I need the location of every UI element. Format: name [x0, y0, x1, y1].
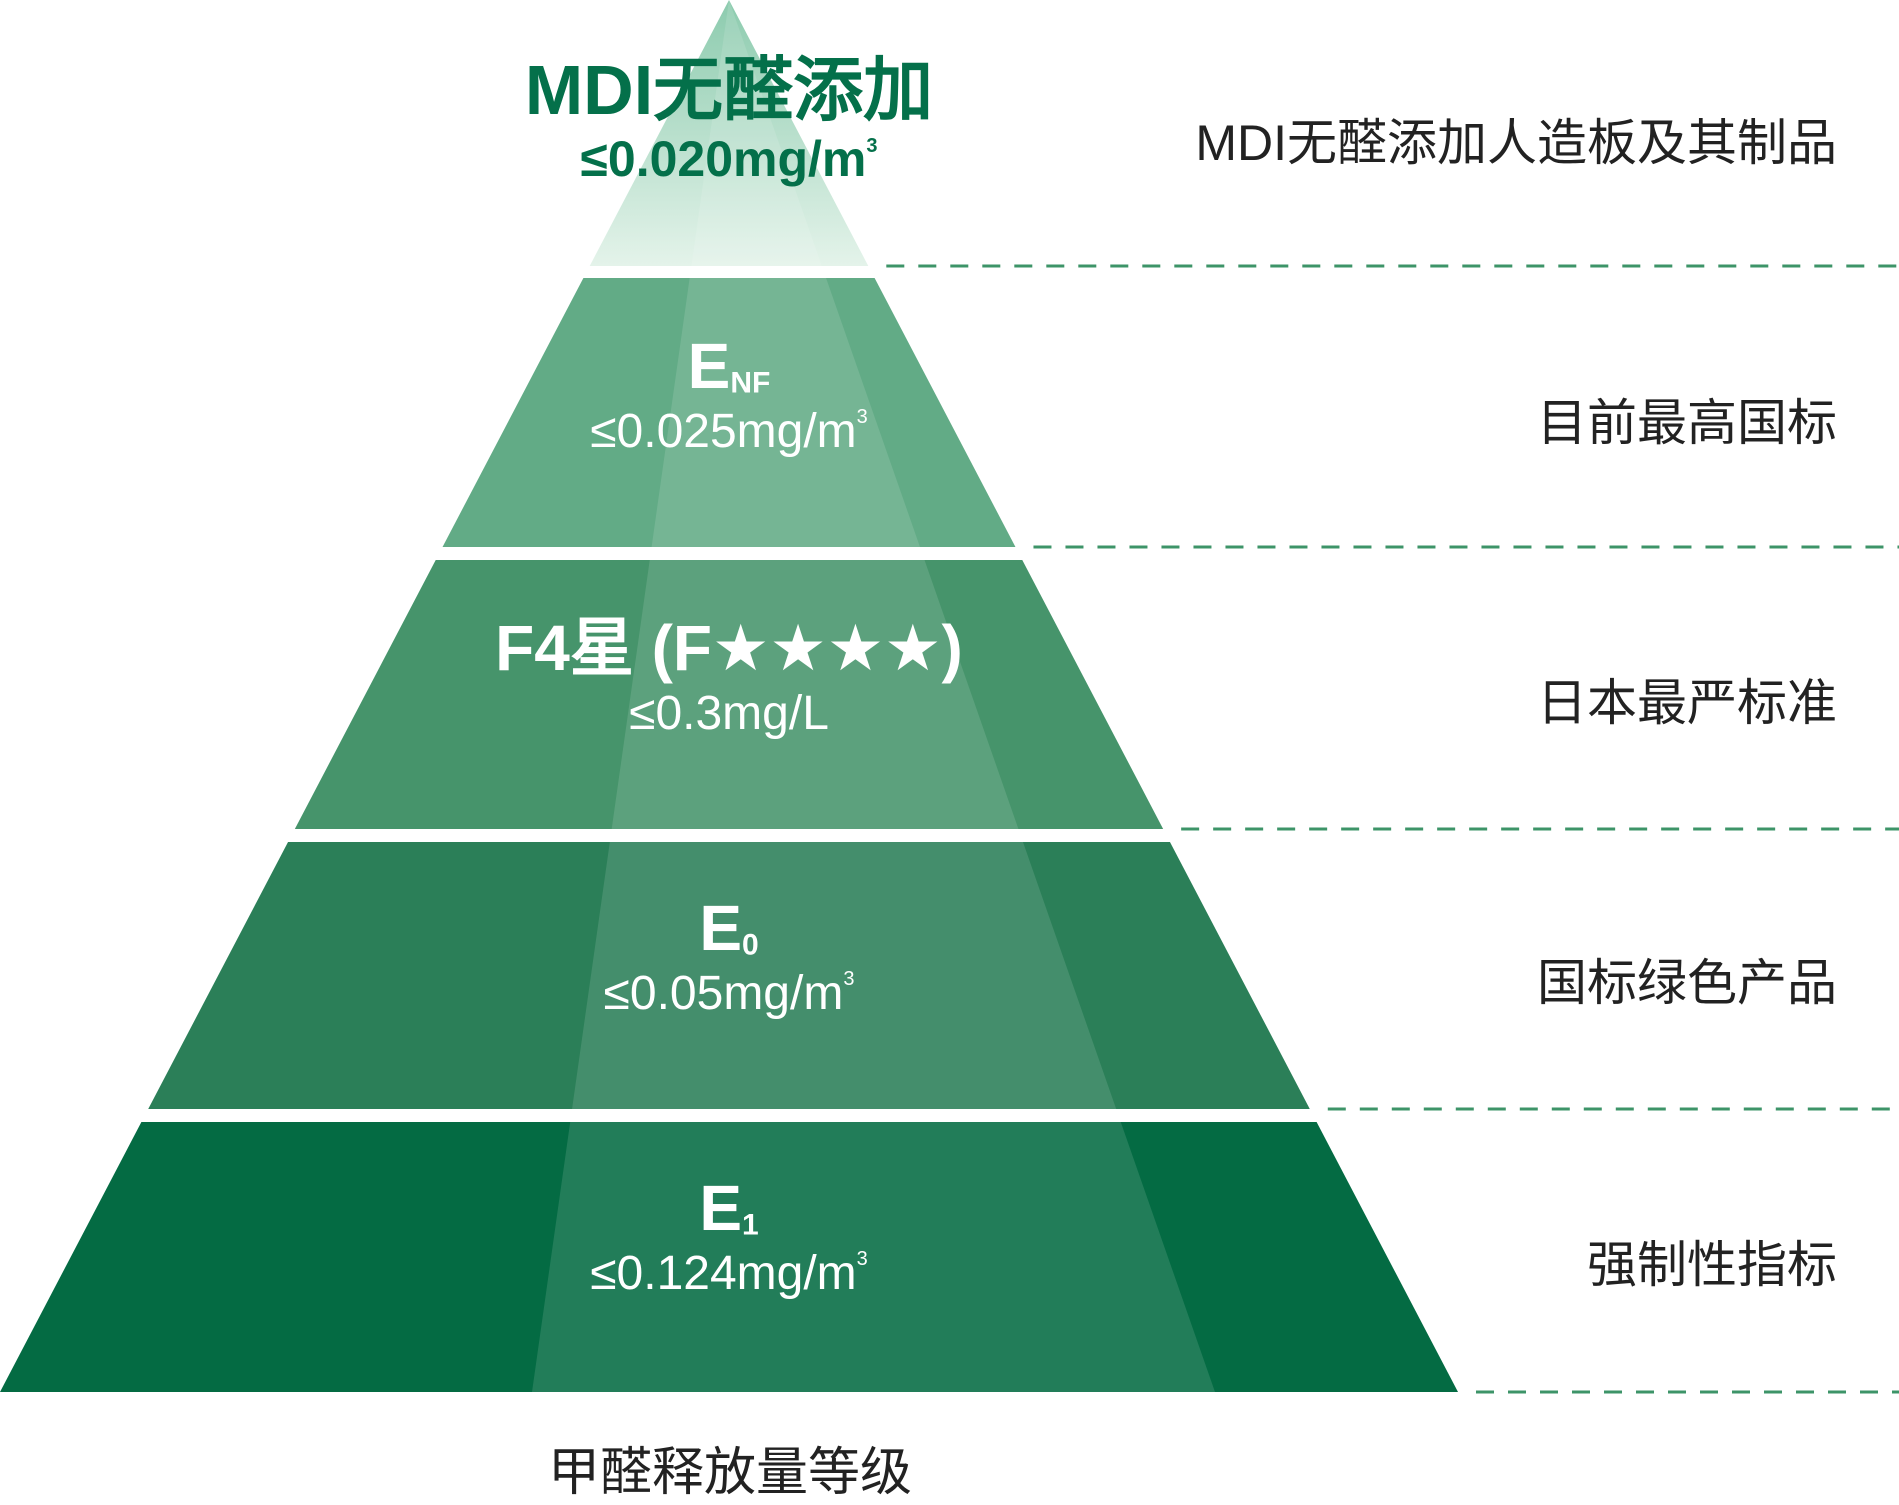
tier-label-mdi: MDI无醛添加 ≤0.020mg/m3 [409, 50, 1049, 188]
tier-name: ENF [687, 330, 771, 402]
tier-mdi-band [589, 0, 869, 266]
tier-label-e0: E0 ≤0.05mg/m3 [409, 892, 1049, 1021]
tier-name: E0 [699, 892, 759, 964]
tier-limit: ≤0.3mg/L [629, 686, 829, 740]
tier-description-enf: 目前最高国标 [1537, 395, 1837, 451]
tier-label-enf: ENF ≤0.025mg/m3 [409, 330, 1049, 459]
tier-f4star-band [294, 560, 1164, 829]
tier-name: MDI无醛添加 [524, 51, 934, 129]
tier-name: E1 [699, 1172, 759, 1244]
tier-label-e1: E1 ≤0.124mg/m3 [409, 1172, 1049, 1301]
tier-limit: ≤0.05mg/m3 [603, 966, 855, 1020]
pyramid-caption: 甲醛释放量等级 [547, 1444, 912, 1502]
tier-label-f4star: F4星 (F★★★★) ≤0.3mg/L [409, 612, 1049, 741]
tier-name: F4星 (F★★★★) [495, 612, 963, 684]
tier-description-e1: 强制性指标 [1587, 1237, 1837, 1293]
tier-description-f4star: 日本最严标准 [1537, 675, 1837, 731]
pyramid-highlight [532, 0, 1215, 1392]
tier-description-mdi: MDI无醛添加人造板及其制品 [1195, 115, 1837, 171]
tier-enf-band [442, 278, 1016, 547]
tier-description-e0: 国标绿色产品 [1537, 955, 1837, 1011]
tier-e1-band [0, 1122, 1458, 1392]
tier-limit: ≤0.020mg/m3 [580, 130, 878, 187]
tier-limit: ≤0.124mg/m3 [590, 1246, 868, 1300]
tier-limit: ≤0.025mg/m3 [590, 404, 868, 458]
tier-e0-band [148, 842, 1310, 1109]
